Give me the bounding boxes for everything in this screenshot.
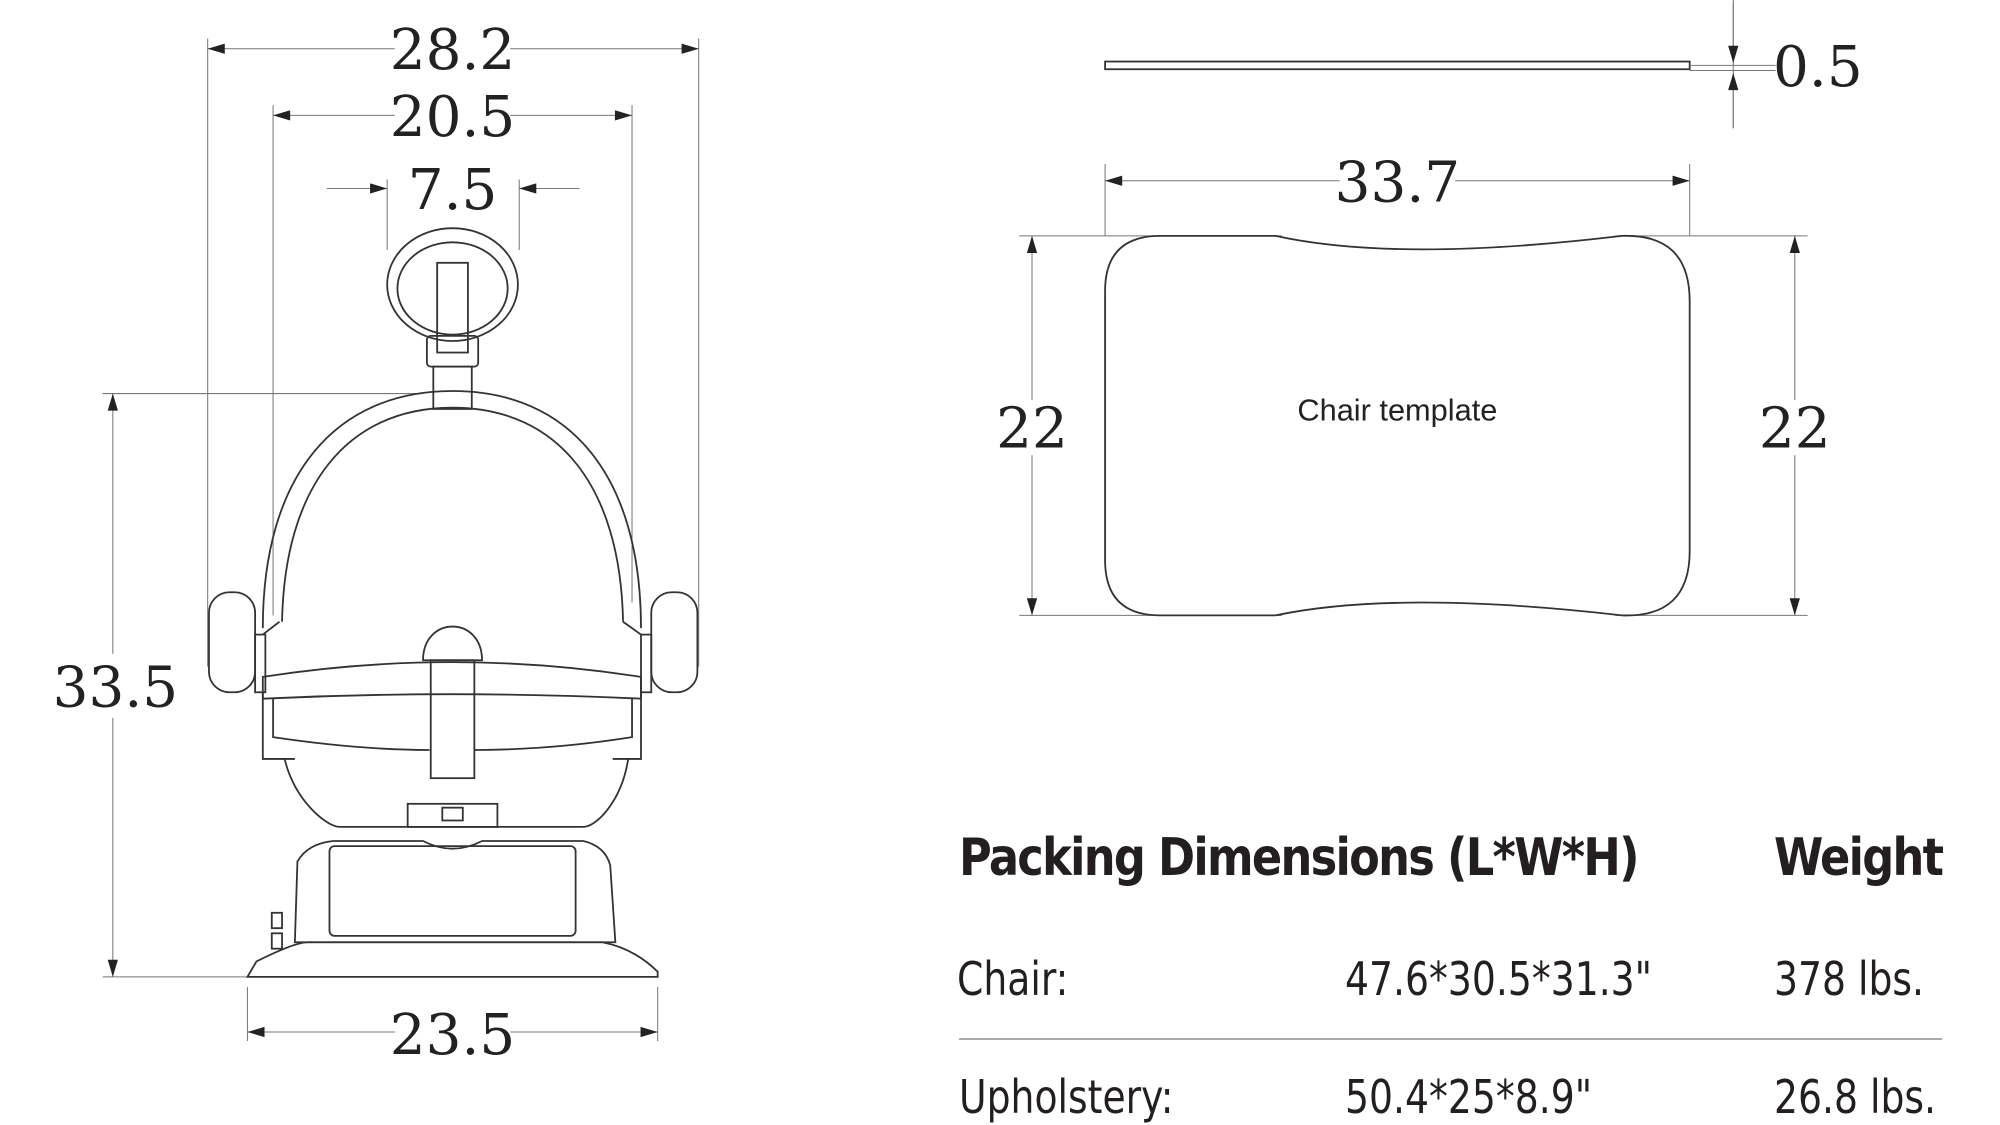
header-weight: Weight [1774, 828, 1944, 888]
chair-front-view: 28.2 20.5 7.5 33.5 23.5 [53, 18, 700, 1068]
dim-height: 33.5 [53, 655, 179, 720]
row-chair-weight: 378 lbs. [1774, 952, 1925, 1006]
dim-overall-width: 28.2 [390, 18, 516, 83]
template-label: Chair template [1297, 392, 1497, 427]
dim-thickness: 0.5 [1773, 35, 1863, 100]
dim-width-left: 22 [996, 396, 1068, 461]
row-upholstery-name: Upholstery: [959, 1070, 1174, 1124]
chair-template-drawing: 0.5 33.7 22 22 Chair template [996, 0, 1863, 617]
dim-width-right: 22 [1759, 396, 1831, 461]
row-chair-dimensions: 47.6*30.5*31.3" [1345, 952, 1653, 1006]
template-side-view [1104, 60, 1691, 71]
dim-headrest-width: 7.5 [408, 158, 498, 223]
row-upholstery-dimensions: 50.4*25*8.9" [1345, 1070, 1593, 1124]
row-chair-name: Chair: [957, 952, 1069, 1006]
dim-back-width: 20.5 [390, 85, 516, 150]
row-divider [959, 1038, 1942, 1040]
row-upholstery-weight: 26.8 lbs. [1774, 1070, 1937, 1124]
dim-length: 33.7 [1335, 150, 1461, 215]
template-outline [1104, 234, 1691, 617]
header-dimensions: Packing Dimensions (L*W*H) [959, 828, 1640, 888]
dim-base-width: 23.5 [390, 1003, 516, 1068]
